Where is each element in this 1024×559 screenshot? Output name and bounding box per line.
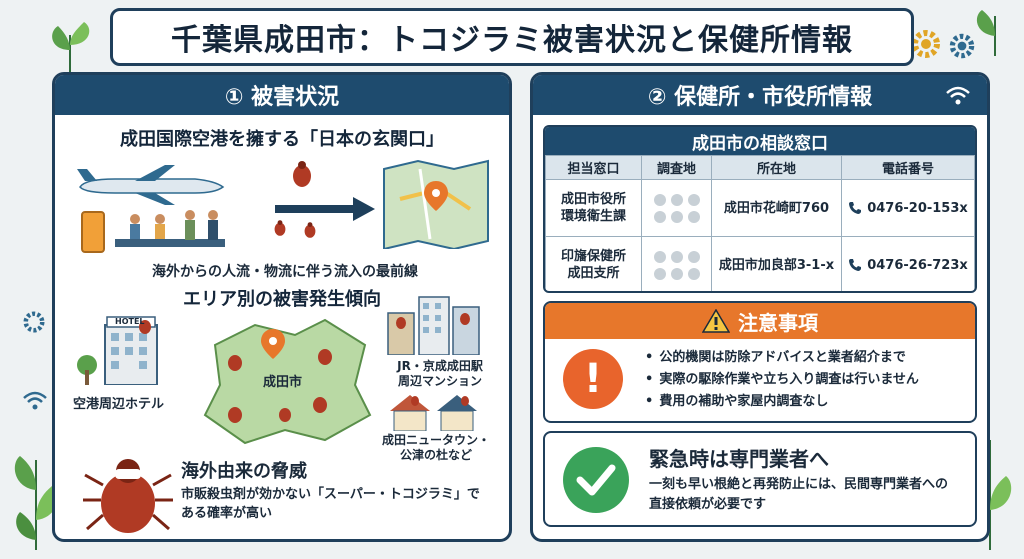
suitcase-icon <box>81 211 105 253</box>
table-header-row: 担当窓口 調査地 所在地 電話番号 <box>545 155 975 180</box>
houses-icon <box>390 395 477 431</box>
area-title: エリア別の被害発生傾向 <box>183 289 381 310</box>
office-address: 成田市花崎町760 <box>711 179 842 237</box>
damage-status-heading: ① 被害状況 <box>55 75 509 115</box>
caution-item: 実際の駆除作業や立ち入り調査は行いません <box>645 369 919 391</box>
placeholder-dots <box>653 250 700 280</box>
caution-header: 注意事項 <box>545 303 975 339</box>
wifi-icon <box>946 86 970 105</box>
office-phone: 0476-26-723x <box>841 236 975 291</box>
airport-illustration <box>75 159 495 259</box>
hotel-icon <box>77 316 158 385</box>
phone-icon <box>849 202 862 214</box>
threat-section: 海外由来の脅威 市販殺虫剤が効かない「スーパー・トコジラミ」である確率が高い <box>75 455 495 535</box>
threat-title: 海外由来の脅威 <box>181 461 307 482</box>
bug-icon <box>304 222 316 238</box>
newtown-caption-line-1: 成田ニュータウン・ <box>381 433 490 447</box>
phone-number[interactable]: 0476-20-153x <box>867 200 968 216</box>
newtown-caption: 成田ニュータウン・ 公津の杜など <box>371 433 501 463</box>
emergency-text: 一刻も早い根絶と再発防止には、民間専門業者への直接依頼が必要です <box>649 477 949 512</box>
caution-item: 公的機関は防除アドバイスと業者紹介まで <box>645 347 919 369</box>
office-name-line-1: 成田市役所 <box>560 192 626 207</box>
page-title: 千葉県成田市：トコジラミ被害状況と保健所情報 <box>171 23 853 58</box>
column-header: 所在地 <box>711 155 842 180</box>
gear-icon <box>23 311 45 333</box>
plane-icon <box>77 165 225 205</box>
hotel-sign: HOTEL <box>115 317 145 326</box>
office-phone: 0476-20-153x <box>841 179 975 237</box>
emergency-title: 緊急時は専門業者へ <box>649 447 829 471</box>
placeholder-dots <box>653 193 700 223</box>
office-name-line-2: 成田支所 <box>567 266 620 281</box>
emergency-box: 緊急時は専門業者へ 一刻も早い根絶と再発防止には、民間専門業者への直接依頼が必要… <box>543 431 977 527</box>
newtown-caption-line-2: 公津の杜など <box>399 448 472 462</box>
consultation-table: 成田市の相談窓口 担当窓口 調査地 所在地 電話番号 成田市役所 環境衛生課 成 <box>543 125 977 293</box>
survey-site <box>641 179 712 237</box>
map-icon <box>383 159 489 249</box>
column-header: 担当窓口 <box>545 155 642 180</box>
caution-title: 注意事項 <box>738 310 818 335</box>
station-caption: JR・京成成田駅 周辺マンション <box>385 359 495 389</box>
office-name: 成田市役所 環境衛生課 <box>545 179 642 237</box>
office-table: 担当窓口 調査地 所在地 電話番号 成田市役所 環境衛生課 成田市花崎町760 <box>545 155 975 291</box>
station-caption-line-2: 周辺マンション <box>397 374 482 388</box>
office-name: 印旛保健所 成田支所 <box>545 236 642 291</box>
gear-icon <box>949 33 975 59</box>
arrow-right-icon <box>275 197 375 221</box>
caution-box: 注意事項 ! 公的機関は防除アドバイスと業者紹介まで 実際の駆除作業や立ち入り調… <box>543 301 977 423</box>
bug-icon <box>274 220 286 236</box>
table-row: 成田市役所 環境衛生課 成田市花崎町760 0476-20-153x <box>545 179 975 237</box>
office-info-panel: ② 保健所・市役所情報 成田市の相談窓口 担当窓口 調査地 所在地 電話番号 成… <box>530 72 990 542</box>
caution-body: ! 公的機関は防除アドバイスと業者紹介まで 実際の駆除作業や立ち入り調査は行いま… <box>545 339 975 421</box>
city-label: 成田市 <box>263 375 303 390</box>
bug-icon <box>293 161 311 187</box>
airport-caption: 海外からの人流・物流に伴う流入の最前線 <box>152 264 418 280</box>
caution-item: 費用の補助や家屋内調査なし <box>645 391 919 413</box>
office-name-line-1: 印旛保健所 <box>560 249 626 264</box>
travelers-icon <box>115 210 225 247</box>
hotel-caption: 空港周辺ホテル <box>73 397 165 412</box>
table-row: 印旛保健所 成田支所 成田市加良部3-1-x 0476-26-723x <box>545 236 975 291</box>
office-address: 成田市加良部3-1-x <box>711 236 842 291</box>
threat-text: 市販殺虫剤が効かない「スーパー・トコジラミ」である確率が高い <box>181 487 480 521</box>
column-header: 電話番号 <box>841 155 975 180</box>
exclamation-icon: ! <box>563 349 623 409</box>
check-icon <box>563 447 629 513</box>
leaf-decoration-top-right <box>976 10 996 56</box>
leaf-decoration-bottom-left <box>14 456 58 550</box>
airport-title: 成田国際空港を擁する「日本の玄関口」 <box>120 129 444 150</box>
damage-status-panel: ① 被害状況 成田国際空港を擁する「日本の玄関口」 <box>52 72 512 542</box>
title-bar: 千葉県成田市：トコジラミ被害状況と保健所情報 <box>110 8 914 66</box>
office-info-heading: ② 保健所・市役所情報 <box>533 75 987 115</box>
phone-icon <box>849 259 862 271</box>
bug-icon <box>83 459 173 533</box>
table-title: 成田市の相談窓口 <box>545 127 975 155</box>
gear-icon <box>912 30 940 58</box>
narita-region-map <box>203 318 372 445</box>
wifi-icon <box>23 391 47 410</box>
caution-list: 公的機関は防除アドバイスと業者紹介まで 実際の駆除作業や立ち入り調査は行いません… <box>645 347 919 413</box>
warning-icon <box>702 309 730 333</box>
apartment-icon <box>387 296 480 355</box>
office-name-line-2: 環境衛生課 <box>560 209 626 224</box>
survey-site <box>641 236 712 291</box>
phone-number[interactable]: 0476-26-723x <box>867 257 968 273</box>
leaf-decoration-top-left <box>52 22 90 75</box>
station-caption-line-1: JR・京成成田駅 <box>397 359 483 373</box>
column-header: 調査地 <box>641 155 712 180</box>
